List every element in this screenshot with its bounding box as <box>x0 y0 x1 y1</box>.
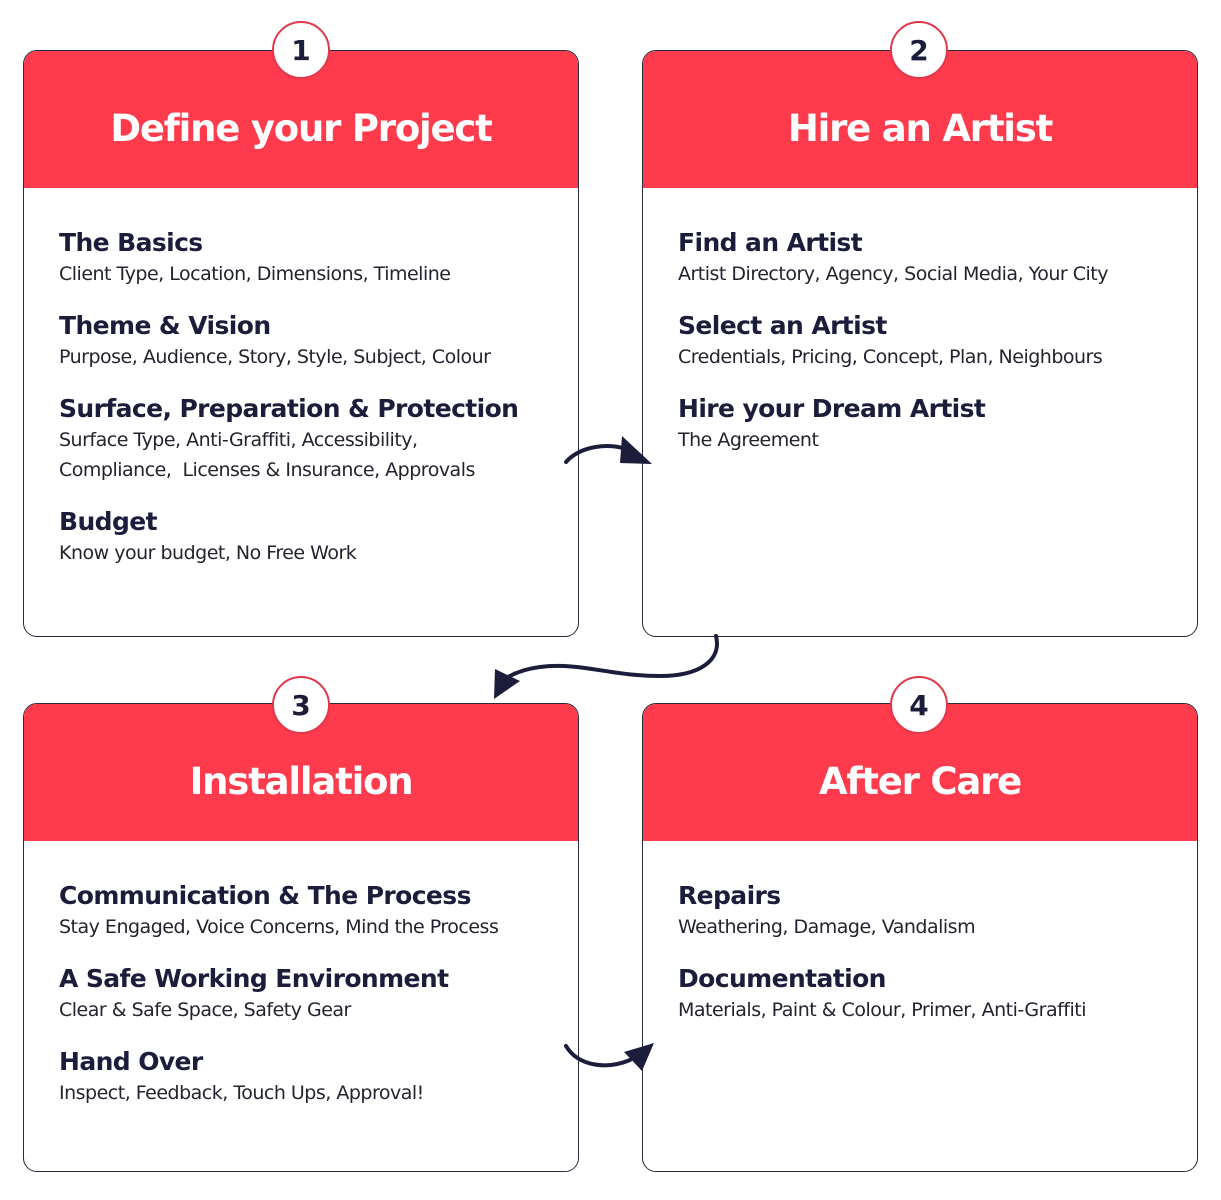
step-number-badge: 2 <box>890 21 948 79</box>
item-description: Stay Engaged, Voice Concerns, Mind the P… <box>59 915 499 938</box>
list-item: Select an Artist Credentials, Pricing, C… <box>678 309 1197 372</box>
card-title: Hire an Artist <box>787 107 1053 150</box>
list-item: Hand Over Inspect, Feedback, Touch Ups, … <box>59 1045 578 1108</box>
step-card-installation: Installation Communication & The Process… <box>23 703 579 1172</box>
item-title: Find an Artist <box>678 227 863 257</box>
item-description: Client Type, Location, Dimensions, Timel… <box>59 262 451 285</box>
step-card-hire-artist: Hire an Artist Find an Artist Artist Dir… <box>642 50 1198 637</box>
card-body: The Basics Client Type, Location, Dimens… <box>24 188 578 568</box>
item-description: Weathering, Damage, Vandalism <box>678 915 976 938</box>
step-number-badge: 1 <box>272 21 330 79</box>
step-card-after-care: After Care Repairs Weathering, Damage, V… <box>642 703 1198 1172</box>
list-item: Documentation Materials, Paint & Colour,… <box>678 962 1197 1025</box>
step-number-badge: 3 <box>272 676 330 734</box>
item-description: Materials, Paint & Colour, Primer, Anti-… <box>678 998 1087 1021</box>
item-description: Inspect, Feedback, Touch Ups, Approval! <box>59 1081 424 1104</box>
list-item: A Safe Working Environment Clear & Safe … <box>59 962 578 1025</box>
step-number-badge: 4 <box>890 676 948 734</box>
item-title: Surface, Preparation & Protection <box>59 393 519 423</box>
card-title: Installation <box>189 760 414 803</box>
item-description: Credentials, Pricing, Concept, Plan, Nei… <box>678 345 1103 368</box>
list-item: Find an Artist Artist Directory, Agency,… <box>678 226 1197 289</box>
item-description: Clear & Safe Space, Safety Gear <box>59 998 351 1021</box>
card-body: Repairs Weathering, Damage, Vandalism Do… <box>643 841 1197 1025</box>
item-title: Budget <box>59 506 158 536</box>
list-item: Surface, Preparation & Protection Surfac… <box>59 392 578 485</box>
card-title: Define your Project <box>110 107 492 150</box>
item-title: The Basics <box>59 227 203 257</box>
item-title: Theme & Vision <box>59 310 271 340</box>
item-title: Select an Artist <box>678 310 887 340</box>
item-title: Hand Over <box>59 1046 203 1076</box>
item-description: Purpose, Audience, Story, Style, Subject… <box>59 345 491 368</box>
item-title: Hire your Dream Artist <box>678 393 986 423</box>
list-item: The Basics Client Type, Location, Dimens… <box>59 226 578 289</box>
list-item: Hire your Dream Artist The Agreement <box>678 392 1197 455</box>
card-body: Communication & The Process Stay Engaged… <box>24 841 578 1108</box>
item-description: Know your budget, No Free Work <box>59 541 357 564</box>
card-header: Hire an Artist <box>643 51 1197 188</box>
list-item: Repairs Weathering, Damage, Vandalism <box>678 879 1197 942</box>
item-description: Artist Directory, Agency, Social Media, … <box>678 262 1109 285</box>
item-description: The Agreement <box>678 428 819 451</box>
item-title: Repairs <box>678 880 781 910</box>
curved-arrow-right-icon <box>564 1043 654 1071</box>
card-body: Find an Artist Artist Directory, Agency,… <box>643 188 1197 455</box>
step-card-define-project: Define your Project The Basics Client Ty… <box>23 50 579 637</box>
card-header: After Care <box>643 704 1197 841</box>
curved-arrow-down-left-icon <box>494 634 719 699</box>
list-item: Theme & Vision Purpose, Audience, Story,… <box>59 309 578 372</box>
card-title: After Care <box>818 760 1022 803</box>
item-title: Documentation <box>678 963 886 993</box>
item-title: Communication & The Process <box>59 880 471 910</box>
item-description: Surface Type, Anti-Graffiti, Accessibili… <box>59 428 475 481</box>
list-item: Communication & The Process Stay Engaged… <box>59 879 578 942</box>
list-item: Budget Know your budget, No Free Work <box>59 505 578 568</box>
item-title: A Safe Working Environment <box>59 963 449 993</box>
